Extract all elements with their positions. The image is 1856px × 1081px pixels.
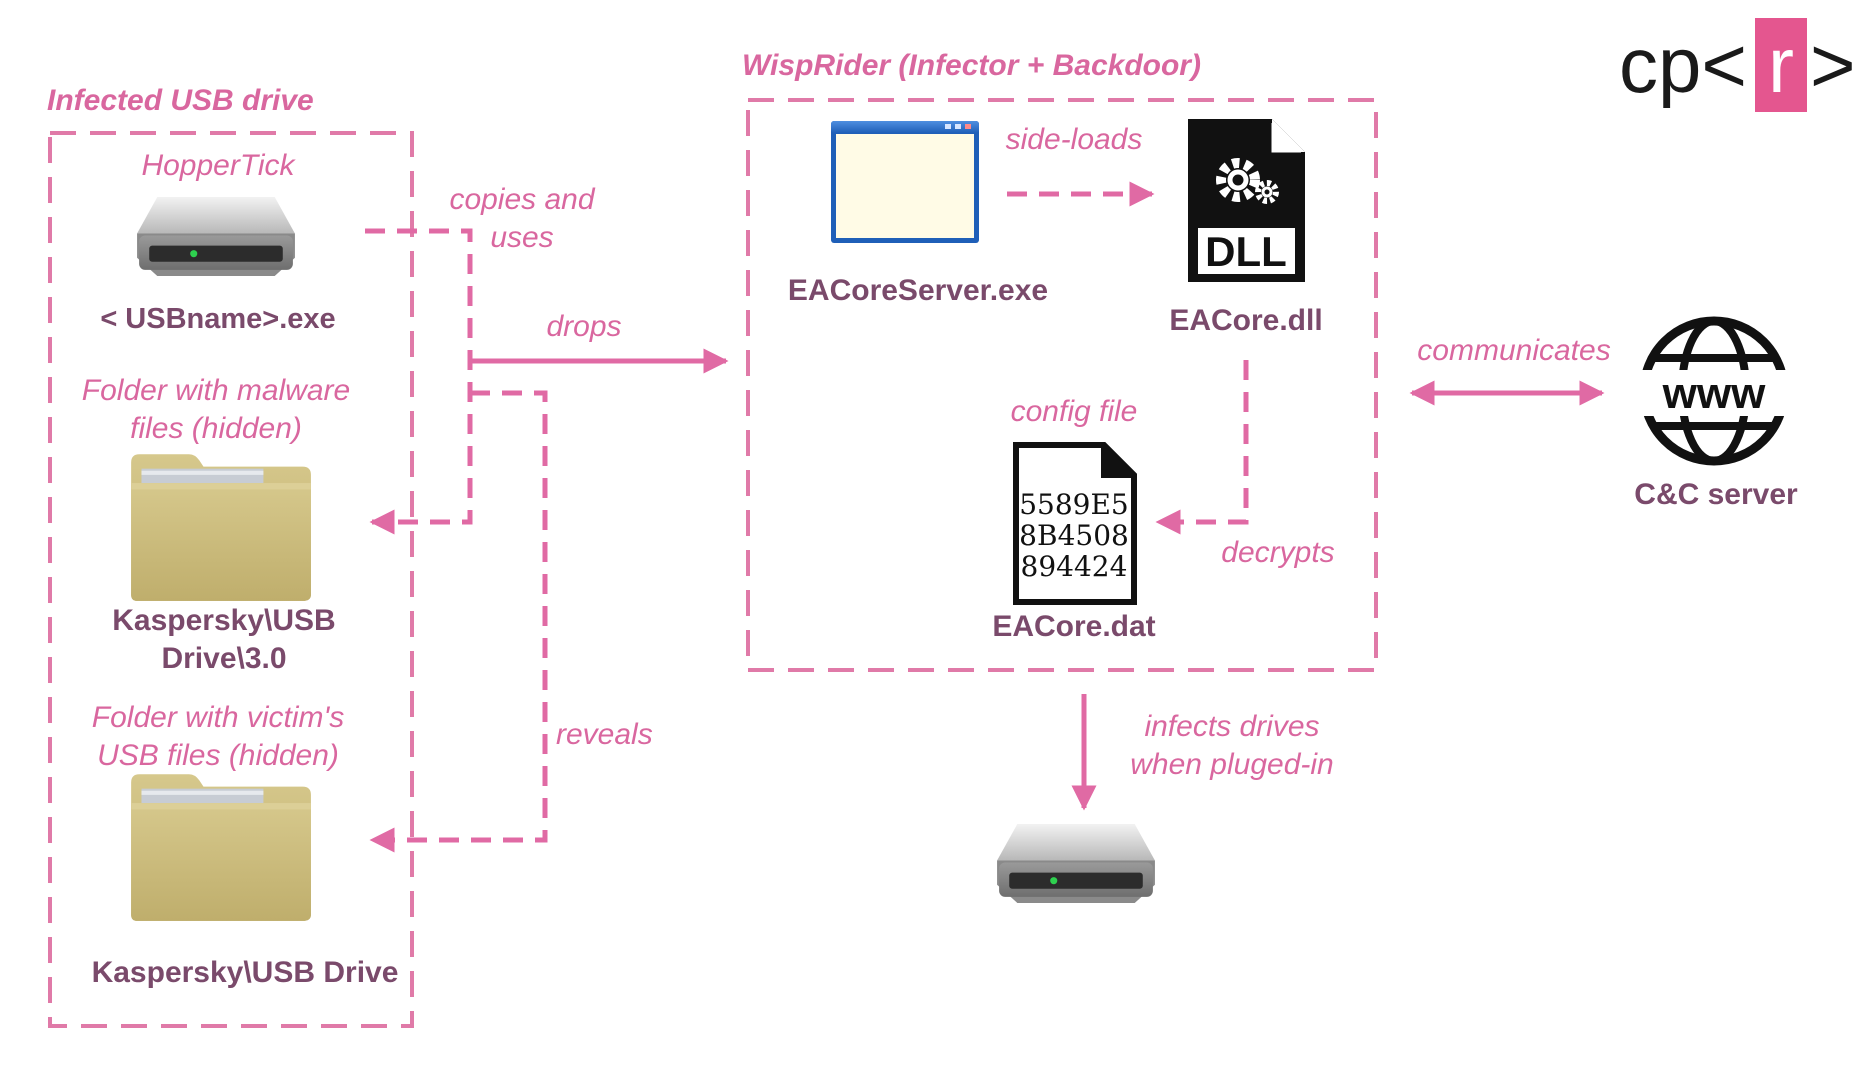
eacore-dat-label: EACore.dat [992,610,1155,643]
logo-text-left: cp< [1619,21,1747,109]
eacore-dll-label: EACore.dll [1169,304,1322,337]
copies-and-uses-label-line2: uses [490,221,553,254]
cc-server-label: C&C server [1634,478,1798,511]
malware-folder-name-line1: Kaspersky\USB [112,604,335,637]
folder-icon [131,454,311,601]
dat-content-line2: 8B4508 [1019,519,1129,552]
dll-file-icon: DLL [1188,119,1305,282]
dll-icon-text: DLL [1205,228,1287,275]
usb-drive-icon [997,824,1155,903]
decrypts-arrow [1155,360,1249,535]
drops-label: drops [546,310,621,343]
victim-folder-caption-line1: Folder with victim's [92,701,344,734]
globe-icon: www [1636,316,1792,466]
cpr-logo: cp< r > [1619,18,1856,112]
reveals-arrow [369,390,548,853]
logo-text-mid: r [1768,21,1794,109]
infected-usb-title: Infected USB drive [47,84,314,117]
window-icon [831,121,979,243]
wisprider-title: WispRider (Infector + Backdoor) [742,49,1201,82]
dat-content-line3: 894424 [1021,550,1128,583]
config-file-caption: config file [1011,395,1138,428]
reveals-label: reveals [556,718,653,751]
folder-icon [131,774,311,921]
malware-folder-caption-line2: files (hidden) [130,412,302,445]
eacoreserver-label: EACoreServer.exe [788,274,1048,307]
usb-drive-icon [137,197,295,276]
data-file-icon: 5589E5 8B4508 894424 [1013,442,1137,605]
infects-label-line1: infects drives [1144,710,1319,743]
decrypts-label: decrypts [1221,536,1334,569]
dat-content-line1: 5589E5 [1019,488,1129,521]
copies-and-uses-label-line1: copies and [449,183,595,216]
infects-label-line2: when pluged-in [1130,748,1333,781]
hoppertick-label: HopperTick [141,149,296,182]
victim-folder-name: Kaspersky\USB Drive [92,956,399,989]
infected-usb-box [48,131,414,1028]
communicates-label: communicates [1417,334,1610,367]
logo-text-right: > [1810,21,1856,109]
copies-and-uses-arrow [365,228,473,535]
malware-folder-name-line2: Drive\3.0 [161,642,286,675]
globe-www-text: www [1662,369,1766,418]
victim-folder-caption-line2: USB files (hidden) [97,739,339,772]
malware-folder-caption-line1: Folder with malware [82,374,350,407]
usb-exe-label: < USBname>.exe [100,303,335,335]
side-loads-label: side-loads [1006,123,1143,156]
